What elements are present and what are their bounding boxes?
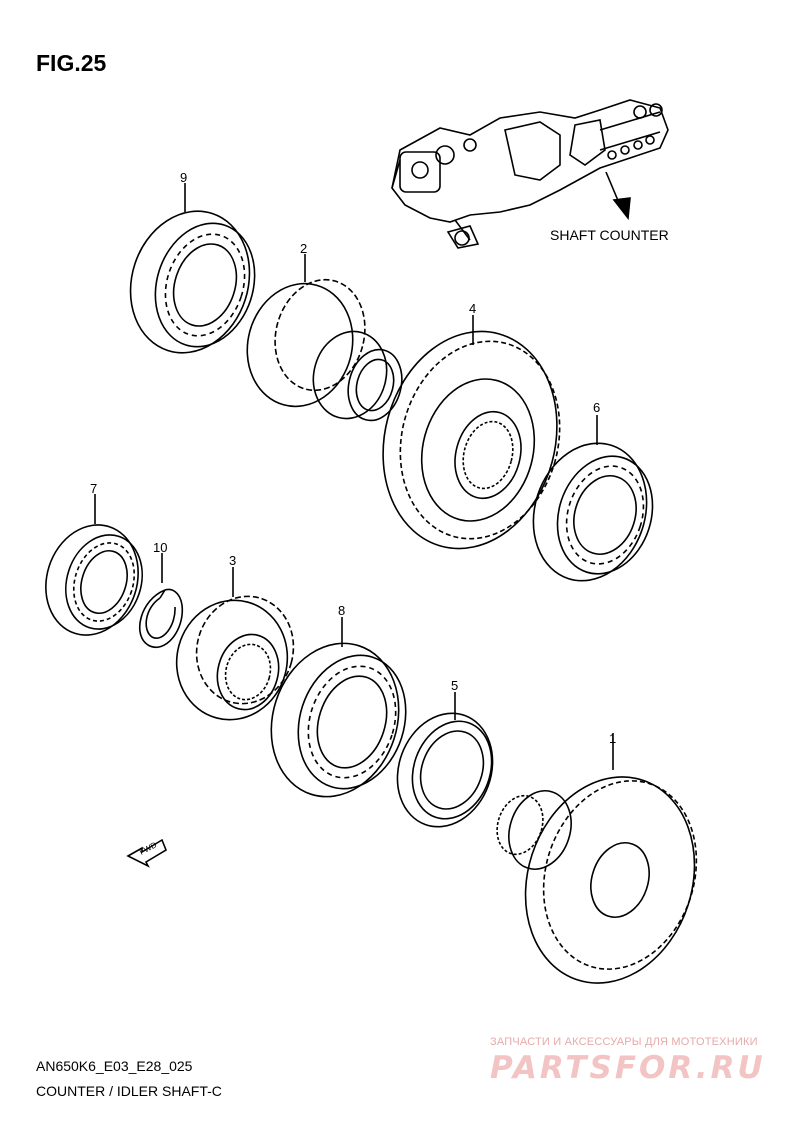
part-7-bearing — [45, 524, 143, 636]
part-8-bearing — [270, 642, 407, 798]
part-10-circlip — [139, 588, 183, 648]
shaft-counter-label: SHAFT COUNTER — [550, 227, 669, 243]
fwd-arrow — [126, 838, 167, 868]
callout-1: 1 — [609, 731, 617, 746]
assembly-leader-arrow — [605, 171, 631, 221]
callout-8: 8 — [338, 603, 346, 618]
callout-2: 2 — [300, 241, 308, 256]
part-2-gear — [246, 278, 403, 422]
callout-7: 7 — [90, 481, 98, 496]
model-code: AN650K6_E03_E28_025 — [36, 1058, 193, 1074]
part-4-gear — [382, 330, 561, 550]
part-9-bearing — [129, 210, 256, 354]
watermark-tagline: ЗАПЧАСТИ И АКСЕССУАРЫ ДЛЯ МОТОТЕХНИКИ — [490, 1036, 758, 1048]
callout-6: 6 — [593, 400, 601, 415]
watermark-logo: PARTSFOR.RU — [490, 1050, 766, 1086]
callout-9: 9 — [180, 170, 188, 185]
figure-caption: COUNTER / IDLER SHAFT-C — [36, 1083, 222, 1099]
part-3-gear — [175, 595, 295, 721]
shaft-counter-assembly — [391, 99, 669, 249]
callout-4: 4 — [469, 301, 477, 316]
part-5-seal — [396, 712, 494, 828]
part-6-bearing — [532, 442, 654, 582]
part-1-gear-shaft — [496, 776, 698, 984]
figure-title: FIG.25 — [36, 50, 107, 76]
callout-10: 10 — [153, 540, 168, 555]
callout-3: 3 — [229, 553, 237, 568]
callout-5: 5 — [451, 678, 459, 693]
